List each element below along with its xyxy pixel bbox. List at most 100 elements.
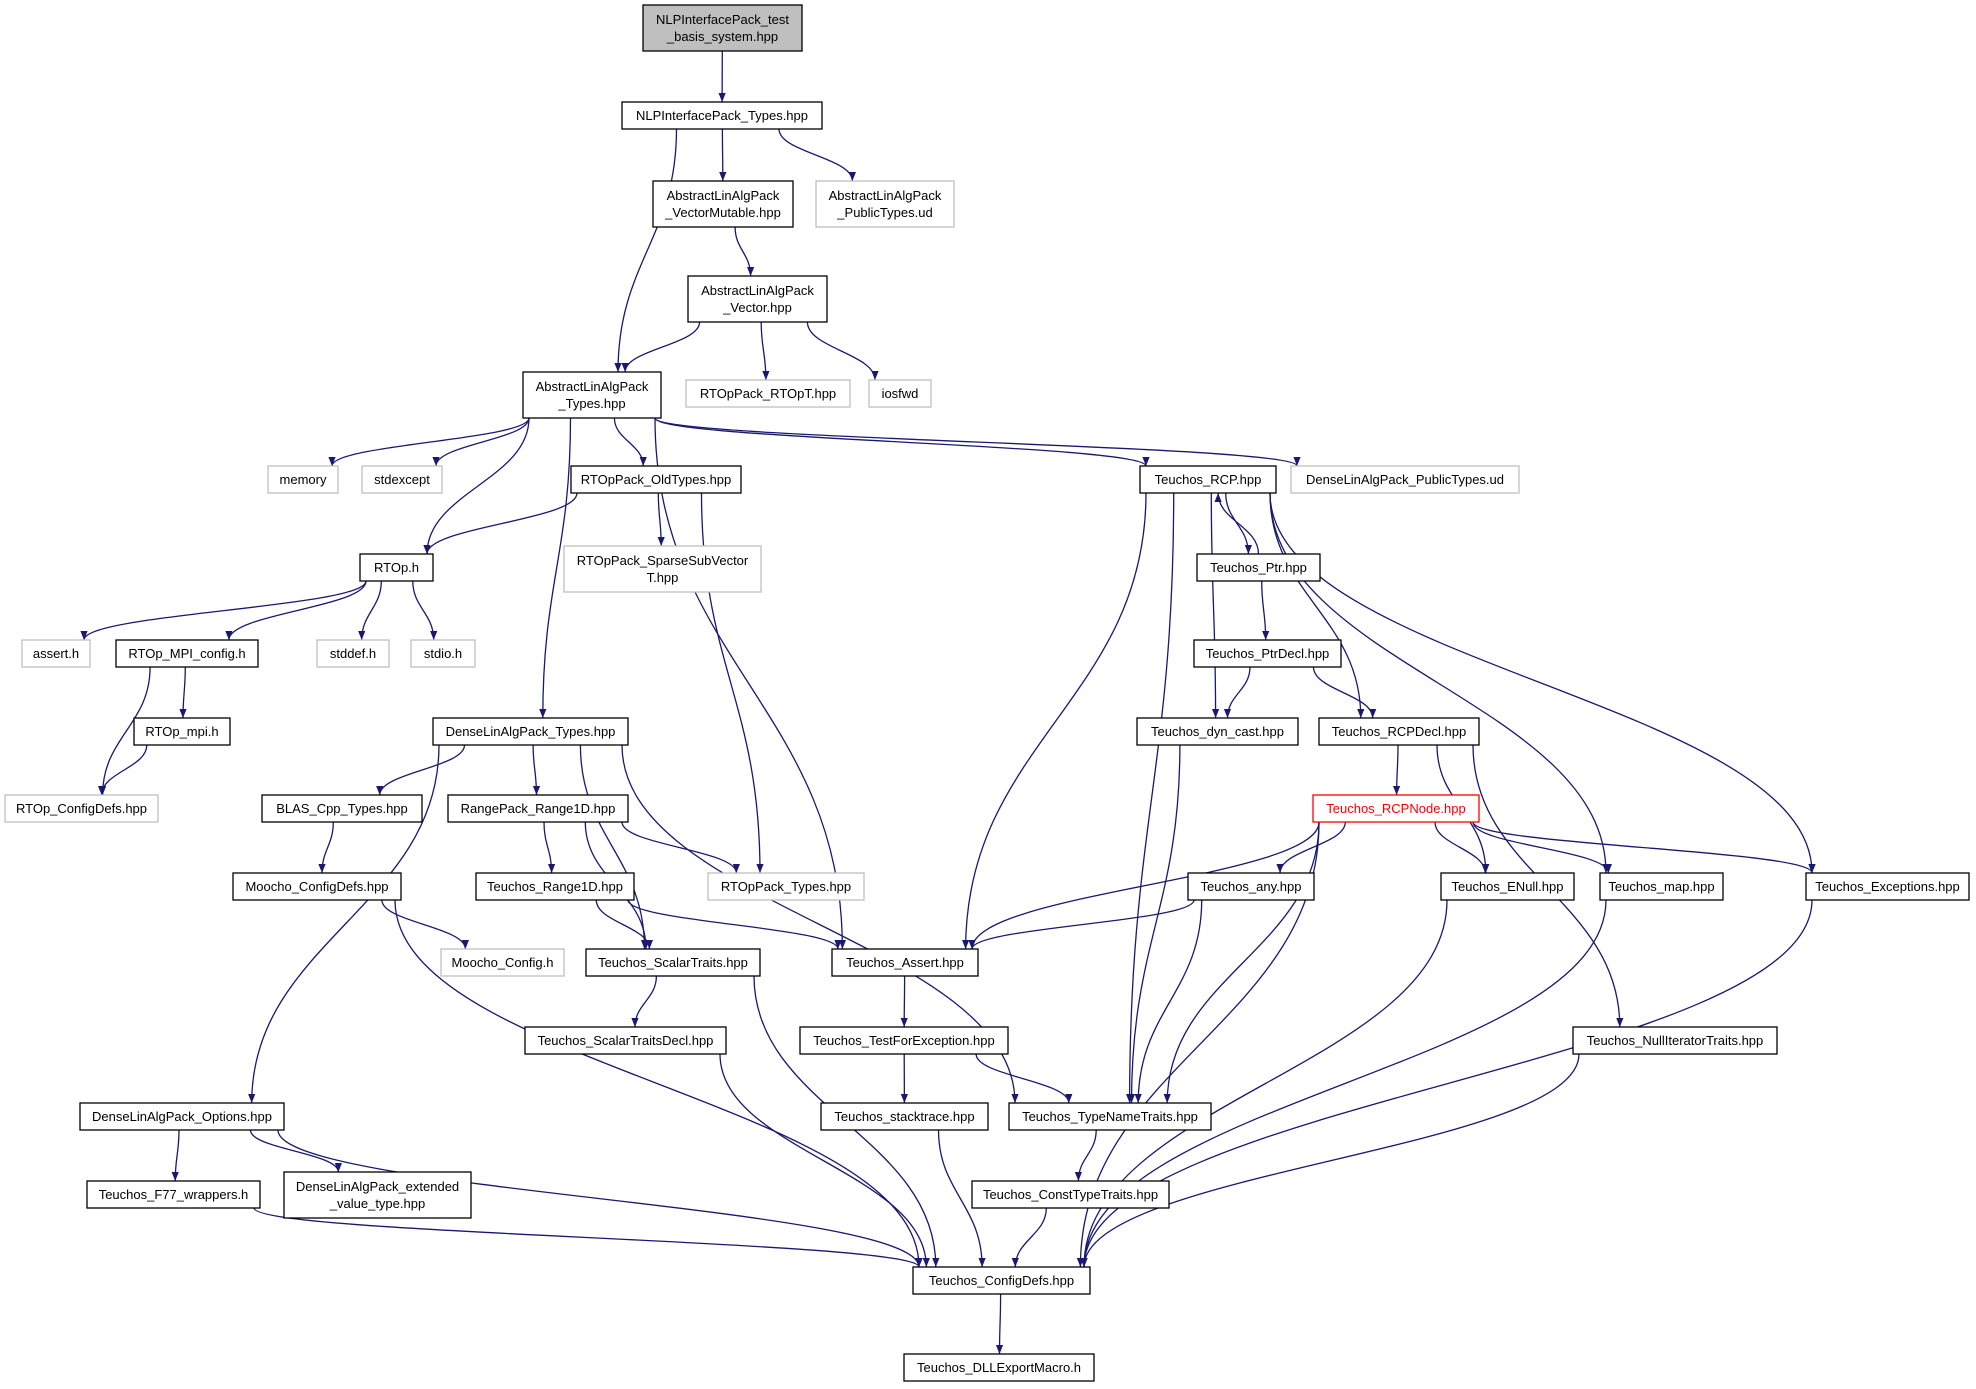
node-label: DenseLinAlgPack_PublicTypes.ud: [1306, 472, 1504, 487]
edge-teuchos_dyncast-to-teuchos_typenametraits: [1127, 744, 1181, 1104]
node-box: [621, 101, 823, 130]
node-teuchos_scalartraits[interactable]: Teuchos_ScalarTraits.hpp: [585, 948, 761, 977]
node-box: [912, 1266, 1091, 1295]
node-iosfwd[interactable]: iosfwd: [868, 379, 932, 408]
node-teuchos_f77_wrappers[interactable]: Teuchos_F77_wrappers.h: [86, 1180, 261, 1209]
edge-alap_vector-to-rtoppack_rtopt: [760, 321, 770, 381]
node-label: DenseLinAlgPack_Types.hpp: [446, 724, 616, 739]
node-dlap_options[interactable]: DenseLinAlgPack_Options.hpp: [79, 1102, 285, 1131]
node-box: [133, 717, 231, 746]
node-box: [1599, 872, 1724, 901]
node-box: [868, 379, 932, 408]
node-memory[interactable]: memory: [267, 465, 339, 494]
node-rtoppack_rtopt[interactable]: RTOpPack_RTOpT.hpp: [685, 379, 851, 408]
node-teuchos_dllexportmacro[interactable]: Teuchos_DLLExportMacro.h: [903, 1353, 1095, 1382]
node-teuchos_rcp[interactable]: Teuchos_RCP.hpp: [1139, 465, 1277, 494]
node-teuchos_ptrdecl[interactable]: Teuchos_PtrDecl.hpp: [1193, 639, 1342, 668]
node-teuchos_exceptions[interactable]: Teuchos_Exceptions.hpp: [1805, 872, 1970, 901]
node-teuchos_dyncast[interactable]: Teuchos_dyn_cast.hpp: [1136, 717, 1299, 746]
edge-teuchos_scalartraits-to-teuchos_scalartraitsdecl: [631, 975, 658, 1028]
node-rtop_mpi_h[interactable]: RTOp_mpi.h: [133, 717, 231, 746]
node-rtoppack_oldtypes[interactable]: RTOpPack_OldTypes.hpp: [570, 465, 742, 494]
node-alap_pubtypes_ud[interactable]: AbstractLinAlgPack_PublicTypes.ud: [815, 180, 955, 228]
node-box: [831, 948, 979, 977]
edge-teuchos_scalartraitsdecl-to-teuchos_configdefs: [719, 1053, 930, 1268]
node-label: Teuchos_RCPNode.hpp: [1326, 801, 1465, 816]
edge-rtop_h-to-rtop_mpi_config: [225, 580, 367, 641]
node-teuchos_assert[interactable]: Teuchos_Assert.hpp: [831, 948, 979, 977]
node-box: [1318, 717, 1480, 746]
node-label: Teuchos_Ptr.hpp: [1210, 560, 1307, 575]
node-teuchos_enull[interactable]: Teuchos_ENull.hpp: [1440, 872, 1575, 901]
node-dlap_pubtypes_ud[interactable]: DenseLinAlgPack_PublicTypes.ud: [1290, 465, 1520, 494]
node-label: Teuchos_ScalarTraits.hpp: [598, 955, 748, 970]
node-rtop_mpi_config[interactable]: RTOp_MPI_config.h: [115, 639, 259, 668]
node-assert_h[interactable]: assert.h: [21, 639, 91, 668]
node-rtop_h[interactable]: RTOp.h: [359, 553, 434, 582]
node-teuchos_testforexception[interactable]: Teuchos_TestForException.hpp: [799, 1026, 1009, 1055]
node-label: AbstractLinAlgPack: [667, 188, 780, 203]
edge-teuchos_enull-to-teuchos_configdefs: [1080, 899, 1448, 1268]
node-label: Teuchos_TypeNameTraits.hpp: [1022, 1109, 1198, 1124]
node-moocho_configdefs[interactable]: Moocho_ConfigDefs.hpp: [232, 872, 402, 901]
node-label: RTOpPack_OldTypes.hpp: [581, 472, 732, 487]
edge-rtop_h-to-assert_h: [80, 580, 367, 641]
node-teuchos_typenametraits[interactable]: Teuchos_TypeNameTraits.hpp: [1008, 1102, 1212, 1131]
node-teuchos_consttypetraits[interactable]: Teuchos_ConstTypeTraits.hpp: [971, 1180, 1170, 1209]
node-teuchos_map[interactable]: Teuchos_map.hpp: [1599, 872, 1724, 901]
edge-teuchos_range1d-to-teuchos_assert: [627, 899, 842, 950]
node-dlap_extended[interactable]: DenseLinAlgPack_extended_value_type.hpp: [283, 1171, 472, 1219]
node-teuchos_any[interactable]: Teuchos_any.hpp: [1187, 872, 1315, 901]
node-box: [86, 1180, 261, 1209]
node-teuchos_range1d[interactable]: Teuchos_Range1D.hpp: [475, 872, 635, 901]
edge-teuchos_range1d-to-teuchos_scalartraits: [595, 899, 653, 950]
node-box: [432, 717, 629, 746]
node-label: Moocho_Config.h: [452, 955, 554, 970]
node-rtoppack_types[interactable]: RTOpPack_Types.hpp: [707, 872, 865, 901]
node-box: [261, 794, 423, 823]
edge-teuchos_rcpnode-to-teuchos_any: [1276, 821, 1346, 874]
node-stdexcept[interactable]: stdexcept: [361, 465, 443, 494]
node-label: Moocho_ConfigDefs.hpp: [245, 879, 388, 894]
edge-alap_types-to-teuchos_rcp: [654, 417, 1150, 467]
node-moocho_config[interactable]: Moocho_Config.h: [440, 948, 565, 977]
edge-teuchos_configdefs-to-teuchos_dllexportmacro: [995, 1293, 1004, 1355]
node-box: [522, 371, 662, 419]
edge-alap_vector-to-alap_types: [621, 321, 701, 373]
node-stdio_h[interactable]: stdio.h: [410, 639, 476, 668]
node-rangepack_range1d[interactable]: RangePack_Range1D.hpp: [447, 794, 629, 823]
edge-moocho_configdefs-to-moocho_config: [381, 899, 469, 950]
node-box: [685, 379, 851, 408]
node-teuchos_rcpdecl[interactable]: Teuchos_RCPDecl.hpp: [1318, 717, 1480, 746]
node-teuchos_ptr[interactable]: Teuchos_Ptr.hpp: [1196, 553, 1321, 582]
node-teuchos_nulliteratortraits[interactable]: Teuchos_NullIteratorTraits.hpp: [1572, 1026, 1778, 1055]
node-box: [316, 639, 390, 668]
node-alap_vecmut[interactable]: AbstractLinAlgPack_VectorMutable.hpp: [652, 180, 794, 228]
edge-alap_types-to-memory: [328, 417, 530, 467]
node-label: AbstractLinAlgPack: [829, 188, 942, 203]
node-teuchos_stacktrace[interactable]: Teuchos_stacktrace.hpp: [820, 1102, 989, 1131]
node-box: [563, 545, 762, 593]
edge-alap_types-to-dlap_types: [539, 417, 572, 719]
node-dlap_types[interactable]: DenseLinAlgPack_Types.hpp: [432, 717, 629, 746]
node-teuchos_rcpnode[interactable]: Teuchos_RCPNode.hpp: [1312, 794, 1480, 823]
node-stddef_h[interactable]: stddef.h: [316, 639, 390, 668]
node-teuchos_scalartraitsdecl[interactable]: Teuchos_ScalarTraitsDecl.hpp: [524, 1026, 727, 1055]
node-teuchos_configdefs[interactable]: Teuchos_ConfigDefs.hpp: [912, 1266, 1091, 1295]
node-label: Teuchos_PtrDecl.hpp: [1206, 646, 1330, 661]
node-blas_cpp_types[interactable]: BLAS_Cpp_Types.hpp: [261, 794, 423, 823]
edge-rangepack_range1d-to-rtoppack_types: [621, 821, 740, 874]
node-box: [1805, 872, 1970, 901]
node-nlp_types[interactable]: NLPInterfacePack_Types.hpp: [621, 101, 823, 130]
edge-teuchos_rcpdecl-to-teuchos_rcpnode: [1393, 744, 1401, 796]
node-rtop_configdefs[interactable]: RTOp_ConfigDefs.hpp: [4, 794, 159, 823]
node-label: _basis_system.hpp: [666, 29, 778, 44]
node-alap_vector[interactable]: AbstractLinAlgPack_Vector.hpp: [687, 275, 828, 323]
node-box: [1312, 794, 1480, 823]
node-alap_types[interactable]: AbstractLinAlgPack_Types.hpp: [522, 371, 662, 419]
node-box: [687, 275, 828, 323]
node-label: RTOp_mpi.h: [145, 724, 218, 739]
node-root[interactable]: NLPInterfacePack_test_basis_system.hpp: [642, 4, 803, 52]
